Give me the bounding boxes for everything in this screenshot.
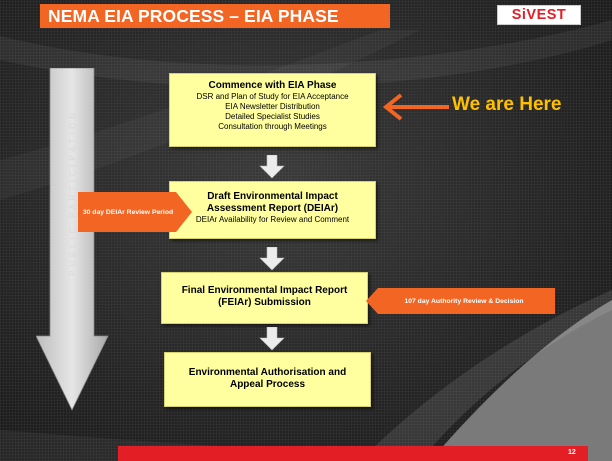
logo-text: SiVEST (511, 7, 567, 23)
step-commence-eia: Commence with EIA Phase DSR and Plan of … (169, 73, 376, 147)
public-participation-arrow (36, 68, 109, 411)
down-arrow-2 (259, 247, 285, 271)
step-title-line: Assessment Report (DEIAr) (206, 203, 339, 214)
footer-bar (118, 446, 588, 461)
title-bar (40, 4, 390, 28)
authority-review-callout-shape (366, 288, 555, 314)
step-environmental-authorisation: Environmental Authorisation and Appeal P… (164, 352, 371, 407)
authority-review-callout: 107 day Authority Review & Decision (404, 297, 524, 305)
step-title-line: Final Environmental Impact Report (181, 285, 348, 296)
review-period-callout: 30 day DEIAr Review Period (82, 208, 174, 216)
step-line: DSR and Plan of Study for EIA Acceptance (196, 92, 349, 101)
step-line: Consultation through Meetings (218, 122, 327, 131)
page-title: NEMA EIA PROCESS – EIA PHASE (48, 6, 339, 26)
step-title: Commence with EIA Phase (208, 80, 337, 91)
step-title-line: Draft Environmental Impact (207, 191, 338, 202)
page-number: 12 (568, 449, 576, 456)
step-title-line: Environmental Authorisation and (188, 367, 347, 378)
we-are-here-arrow (383, 93, 449, 121)
step-draft-deiar: Draft Environmental Impact Assessment Re… (169, 181, 376, 239)
public-participation-label: PUBLIC PARTICIPATION (68, 109, 78, 276)
step-line: EIA Newsletter Distribution (225, 102, 320, 111)
step-final-feiar: Final Environmental Impact Report (FEIAr… (161, 272, 368, 324)
down-arrow-1 (259, 155, 285, 179)
sivest-logo: SiVEST (497, 5, 581, 25)
down-arrow-3 (259, 327, 285, 351)
review-period-callout-shape (78, 192, 192, 232)
step-title-line: Appeal Process (229, 379, 306, 390)
step-line: Detailed Specialist Studies (225, 112, 320, 121)
we-are-here-label: We are Here (452, 94, 562, 115)
step-title-line: (FEIAr) Submission (218, 297, 311, 308)
step-line: DEIAr Availability for Review and Commen… (195, 215, 350, 224)
